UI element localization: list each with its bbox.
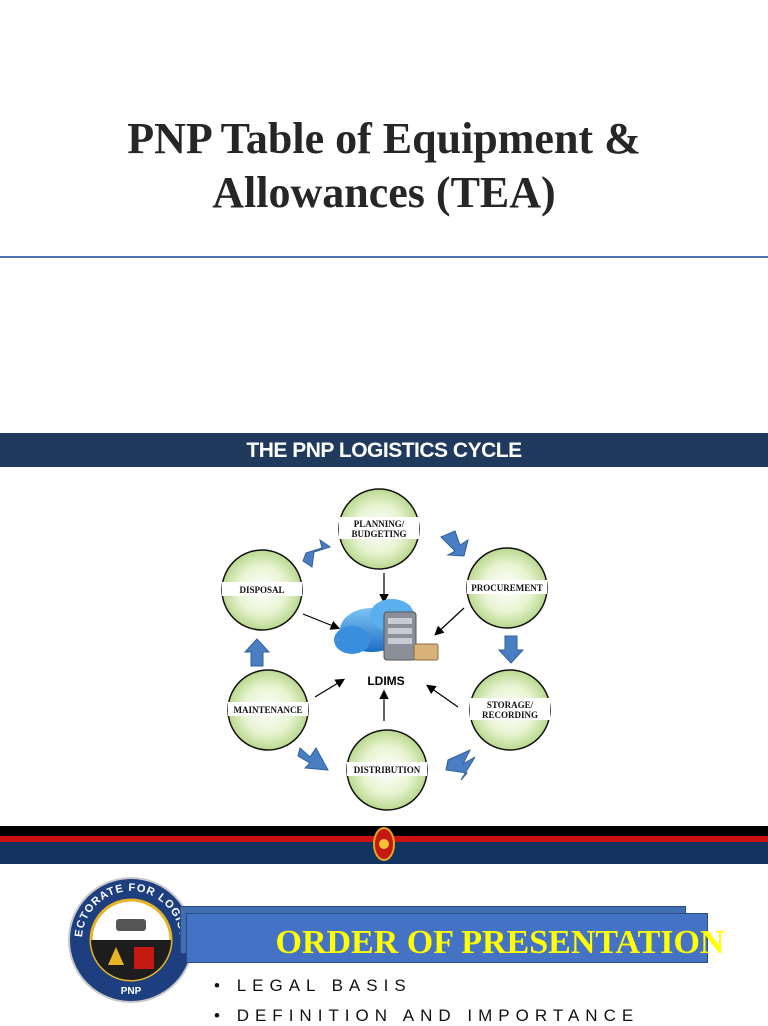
cycle-node-label: RECORDING xyxy=(482,710,538,720)
cycle-node-label-band xyxy=(222,582,302,596)
link-storage xyxy=(426,684,459,708)
cycle-arrow-5 xyxy=(243,638,271,667)
cycle-node-label: DISPOSAL xyxy=(239,585,284,595)
stripe-divider xyxy=(0,826,768,864)
cycle-node-label-band xyxy=(467,580,547,594)
cycle-node-label: DISTRIBUTION xyxy=(354,765,421,775)
link-maintenance xyxy=(314,678,346,698)
seal-bottom-text: PNP xyxy=(121,986,142,997)
cycle-arrow-2 xyxy=(497,635,525,664)
slide-title-line-2: Allowances (TEA) xyxy=(212,168,556,217)
logistics-cycle-diagram: PLANNING/BUDGETING PROCUREMENT STORAGE/REC… xyxy=(221,488,551,811)
slide-title: PNP Table of Equipment & Allowances (TEA… xyxy=(0,112,768,220)
cycle-node-label: MAINTENANCE xyxy=(233,705,302,715)
cycle-arrow-6 xyxy=(302,538,332,568)
cycle-node-label: PROCUREMENT xyxy=(471,583,543,593)
cycle-node: DISTRIBUTION xyxy=(346,729,428,811)
title-divider xyxy=(0,256,768,258)
pnp-badge-icon xyxy=(373,827,395,861)
cycle-arrow-3 xyxy=(445,748,476,781)
cycle-banner xyxy=(0,433,768,467)
cycle-banner-title: THE PNP LOGISTICS CYCLE xyxy=(246,439,522,462)
cycle-node-label-band xyxy=(339,517,419,539)
cycle-node-label-band xyxy=(228,702,308,716)
title-box xyxy=(186,913,708,963)
ldims-label: LDIMS xyxy=(367,674,404,688)
cycle-node: PROCUREMENT xyxy=(466,547,548,629)
cycle-node-label-band xyxy=(347,762,427,776)
files-icon xyxy=(413,643,439,661)
cycle-node-label: STORAGE/ xyxy=(487,700,534,710)
cycle-arrow-1 xyxy=(440,530,469,557)
cycle-node: MAINTENANCE xyxy=(227,669,309,751)
cycle-node-label: BUDGETING xyxy=(351,529,406,539)
cycle-node: DISPOSAL xyxy=(221,549,303,631)
cycle-node-label: PLANNING/ xyxy=(354,519,405,529)
slide-title-line-1: PNP Table of Equipment & xyxy=(127,114,641,163)
ldims-center: LDIMS xyxy=(334,599,439,688)
bullet-item: • DEFINITION AND IMPORTANCE xyxy=(214,1006,640,1025)
bullet-item: • LEGAL BASIS xyxy=(214,976,412,995)
cycle-arrow-4 xyxy=(297,747,329,771)
order-of-presentation-title: ORDER OF PRESENTATION xyxy=(275,924,725,961)
cycle-node: PLANNING/BUDGETING xyxy=(338,488,420,570)
directorate-logistics-seal-icon: DIRECTORATE FOR LOGISTICS PNP xyxy=(68,877,194,1003)
cycle-node-label-band xyxy=(470,698,550,720)
cycle-node: STORAGE/RECORDING xyxy=(469,669,551,751)
link-disposal xyxy=(302,613,341,630)
link-procurement xyxy=(434,607,465,636)
